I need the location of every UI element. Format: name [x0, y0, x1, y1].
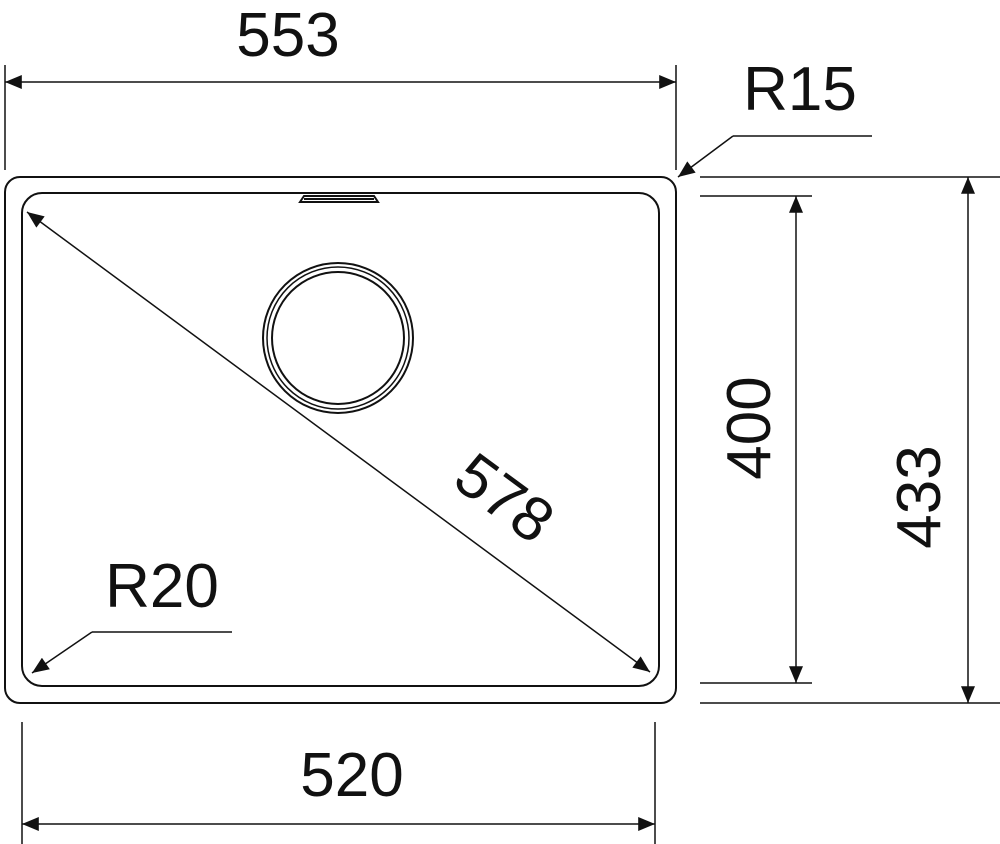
overall-width-label: 553: [236, 1, 339, 70]
sink-bowl-outline: [21, 192, 660, 687]
overall-depth-label: 433: [885, 445, 954, 548]
overflow-slot: [298, 195, 380, 203]
dimension-outer-radius: R15: [677, 55, 872, 178]
dimension-inner-depth: 400: [700, 195, 812, 684]
diagonal-label: 578: [442, 440, 566, 557]
dimension-overall-depth: 433: [700, 176, 1000, 704]
inner-radius-label: R20: [105, 552, 219, 621]
dimension-inner-width: 520: [21, 722, 656, 844]
inner-depth-label: 400: [715, 376, 784, 479]
dimension-inner-radius: R20: [31, 552, 232, 674]
inner-width-label: 520: [300, 741, 403, 810]
drain-icon: [262, 262, 414, 414]
dimension-overall-width: 553: [4, 1, 677, 170]
outer-radius-label: R15: [743, 55, 857, 124]
sink-outer-outline: [4, 176, 677, 704]
